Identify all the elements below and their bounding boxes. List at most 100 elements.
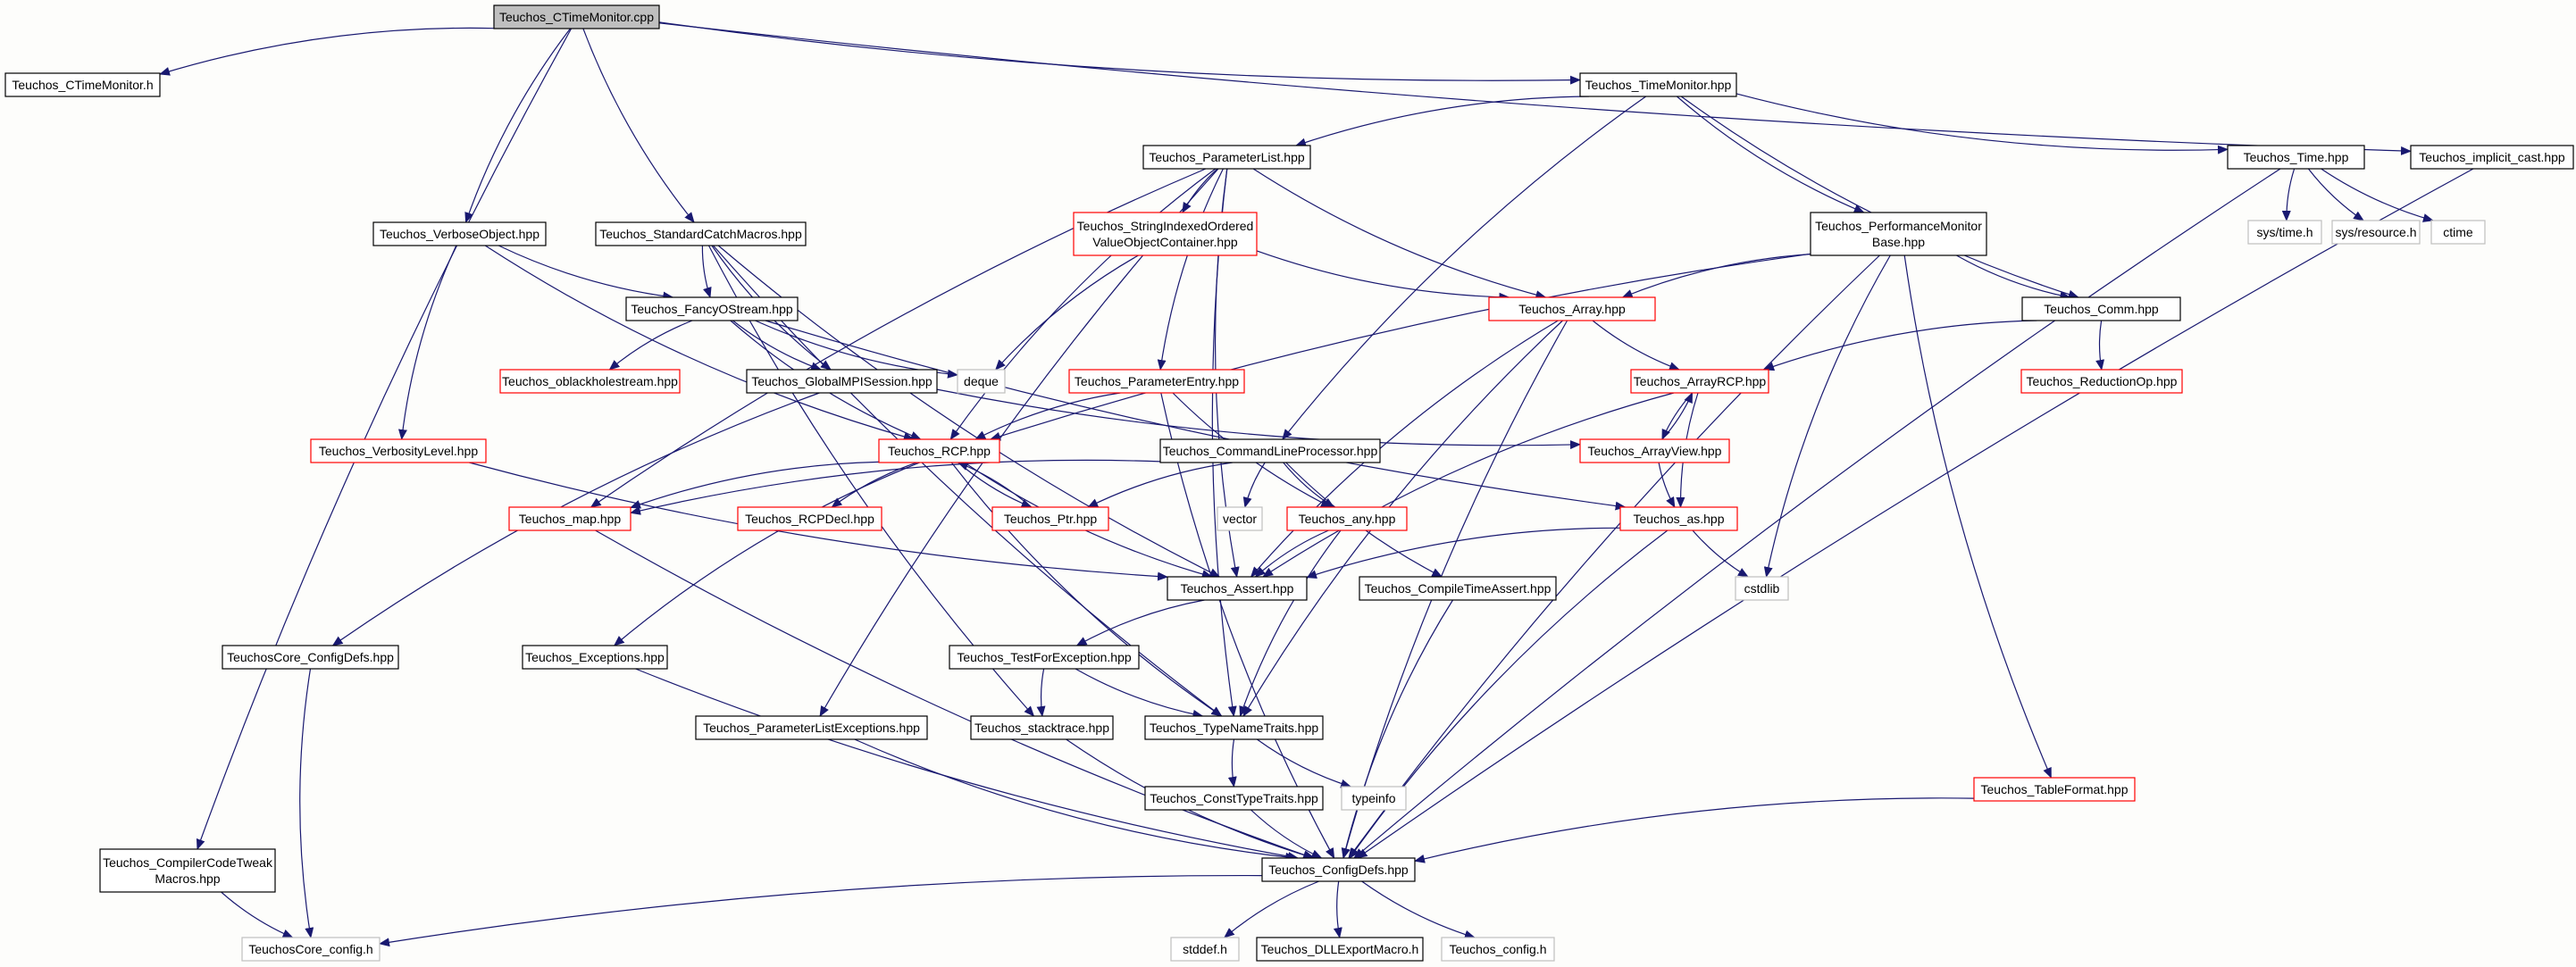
node-compiletime[interactable]: Teuchos_CompileTimeAssert.hpp xyxy=(1359,576,1557,601)
node-box xyxy=(746,369,938,394)
node-label: Teuchos_RCPDecl.hpp xyxy=(745,512,874,526)
node-strindexed[interactable]: Teuchos_StringIndexedOrderedValueObjectC… xyxy=(1073,212,1258,256)
node-globalmpi[interactable]: Teuchos_GlobalMPISession.hpp xyxy=(746,369,938,394)
node-vector[interactable]: vector xyxy=(1217,506,1263,531)
node-label: typeinfo xyxy=(1351,791,1395,805)
node-label: Base.hpp xyxy=(1872,235,1925,249)
node-rcpdecl[interactable]: Teuchos_RCPDecl.hpp xyxy=(737,506,882,531)
node-label: Teuchos_Exceptions.hpp xyxy=(525,650,665,664)
node-time[interactable]: Teuchos_Time.hpp xyxy=(2227,145,2365,170)
node-assert[interactable]: Teuchos_Assert.hpp xyxy=(1167,576,1308,601)
node-typeinfo[interactable]: typeinfo xyxy=(1341,786,1407,811)
node-label: Teuchos_StandardCatchMacros.hpp xyxy=(599,227,802,241)
node-label: Teuchos_StringIndexedOrdered xyxy=(1077,219,1254,233)
node-plexceptions[interactable]: Teuchos_ParameterListExceptions.hpp xyxy=(695,715,928,740)
node-stddef[interactable]: stddef.h xyxy=(1170,937,1240,962)
edge-time-to-sysres xyxy=(2307,168,2364,221)
node-label: Teuchos_ParameterEntry.hpp xyxy=(1075,374,1239,388)
node-stdcatch[interactable]: Teuchos_StandardCatchMacros.hpp xyxy=(595,221,807,246)
node-configdefs[interactable]: Teuchos_ConfigDefs.hpp xyxy=(1261,857,1416,882)
edge-perfmon-to-cstdlib xyxy=(1763,254,1891,578)
node-exceptions[interactable]: Teuchos_Exceptions.hpp xyxy=(522,645,668,670)
edge-consttype-to-configdefs xyxy=(1250,809,1323,859)
node-label: sys/resource.h xyxy=(2335,225,2416,239)
node-systime[interactable]: sys/time.h xyxy=(2247,220,2322,245)
node-fancy[interactable]: Teuchos_FancyOStream.hpp xyxy=(625,296,799,321)
edge-strindexed-to-array xyxy=(1256,250,1510,302)
edge-configdefs-to-config xyxy=(1361,880,1476,939)
edge-coreconfigdefs-to-coreconfig xyxy=(299,668,314,938)
node-implicit[interactable]: Teuchos_implicit_cast.hpp xyxy=(2410,145,2574,170)
node-label: Teuchos_ArrayRCP.hpp xyxy=(1634,374,1767,388)
node-cstdlib[interactable]: cstdlib xyxy=(1735,576,1789,601)
node-any[interactable]: Teuchos_any.hpp xyxy=(1286,506,1408,531)
node-tableformat[interactable]: Teuchos_TableFormat.hpp xyxy=(1973,777,2136,802)
node-arrayrcp[interactable]: Teuchos_ArrayRCP.hpp xyxy=(1630,369,1769,394)
node-array[interactable]: Teuchos_Array.hpp xyxy=(1488,296,1656,321)
node-box xyxy=(1630,369,1769,394)
node-ctime[interactable]: ctime xyxy=(2430,220,2486,245)
node-box xyxy=(522,645,668,670)
node-coreconfig[interactable]: TeuchosCore_config.h xyxy=(241,937,381,962)
node-label: Teuchos_TestForException.hpp xyxy=(957,650,1132,664)
node-consttype[interactable]: Teuchos_ConstTypeTraits.hpp xyxy=(1144,786,1324,811)
node-box xyxy=(99,848,276,893)
node-stacktrace[interactable]: Teuchos_stacktrace.hpp xyxy=(970,715,1114,740)
node-as[interactable]: Teuchos_as.hpp xyxy=(1619,506,1738,531)
node-cmdline[interactable]: Teuchos_CommandLineProcessor.hpp xyxy=(1159,438,1381,463)
node-box xyxy=(2020,369,2183,394)
node-label: Teuchos_VerboseObject.hpp xyxy=(380,227,539,241)
node-ctm_h[interactable]: Teuchos_CTimeMonitor.h xyxy=(4,72,161,97)
edge-ctm_cpp-to-verbose xyxy=(464,28,571,223)
node-deque[interactable]: deque xyxy=(957,369,1006,394)
edge-array-to-arrayrcp xyxy=(1592,320,1680,371)
node-config[interactable]: Teuchos_config.h xyxy=(1441,937,1555,962)
edge-ctm_cpp-to-stdcatch xyxy=(582,28,695,223)
node-reductionop[interactable]: Teuchos_ReductionOp.hpp xyxy=(2020,369,2183,394)
node-box xyxy=(970,715,1114,740)
node-box xyxy=(2410,145,2574,170)
edge-typename-to-typeinfo xyxy=(1256,738,1352,788)
node-paramlist[interactable]: Teuchos_ParameterList.hpp xyxy=(1142,145,1311,170)
node-label: Teuchos_ReductionOp.hpp xyxy=(2027,374,2178,388)
node-map[interactable]: Teuchos_map.hpp xyxy=(508,506,631,531)
node-label: ctime xyxy=(2443,225,2473,239)
edge-testforexc-to-typename xyxy=(1075,668,1204,719)
node-label: Teuchos_PerformanceMonitor xyxy=(1815,219,1982,233)
node-ctm_cpp[interactable]: Teuchos_CTimeMonitor.cpp xyxy=(493,4,660,29)
node-box xyxy=(1810,212,1987,256)
node-arrayview[interactable]: Teuchos_ArrayView.hpp xyxy=(1579,438,1730,463)
edge-compilercode-to-coreconfig xyxy=(221,891,294,938)
node-sysres[interactable]: sys/resource.h xyxy=(2331,220,2421,245)
node-paramentry[interactable]: Teuchos_ParameterEntry.hpp xyxy=(1068,369,1245,394)
node-dllexport[interactable]: Teuchos_DLLExportMacro.h xyxy=(1256,937,1424,962)
edge-as-to-cstdlib xyxy=(1692,529,1749,578)
node-testforexc[interactable]: Teuchos_TestForException.hpp xyxy=(949,645,1140,670)
edge-array-to-assert xyxy=(1250,320,1559,578)
node-comm[interactable]: Teuchos_Comm.hpp xyxy=(2021,296,2181,321)
edge-fancy-to-globalmpi xyxy=(732,320,823,371)
edge-arrayview-to-as xyxy=(1658,462,1676,508)
node-label: stddef.h xyxy=(1183,942,1227,956)
edge-ctm_cpp-to-timemon xyxy=(658,21,1581,85)
node-layer: Teuchos_CTimeMonitor.cppTeuchos_CTimeMon… xyxy=(4,4,2574,962)
node-box xyxy=(1144,715,1324,740)
node-verblevel[interactable]: Teuchos_VerbosityLevel.hpp xyxy=(310,438,487,463)
node-coreconfigdefs[interactable]: TeuchosCore_ConfigDefs.hpp xyxy=(222,645,399,670)
node-label: Teuchos_map.hpp xyxy=(519,512,622,526)
node-box xyxy=(372,221,547,246)
edge-rcp-to-exceptions xyxy=(613,462,921,646)
node-box xyxy=(2247,220,2322,245)
node-ptr[interactable]: Teuchos_Ptr.hpp xyxy=(991,506,1109,531)
node-typename[interactable]: Teuchos_TypeNameTraits.hpp xyxy=(1144,715,1324,740)
node-verbose[interactable]: Teuchos_VerboseObject.hpp xyxy=(372,221,547,246)
edge-fancy-to-as xyxy=(765,320,1627,511)
node-box xyxy=(1073,212,1258,256)
node-box xyxy=(1170,937,1240,962)
node-timemon[interactable]: Teuchos_TimeMonitor.hpp xyxy=(1579,72,1737,97)
node-rcp[interactable]: Teuchos_RCP.hpp xyxy=(878,438,1000,463)
node-oblack[interactable]: Teuchos_oblackholestream.hpp xyxy=(499,369,681,394)
